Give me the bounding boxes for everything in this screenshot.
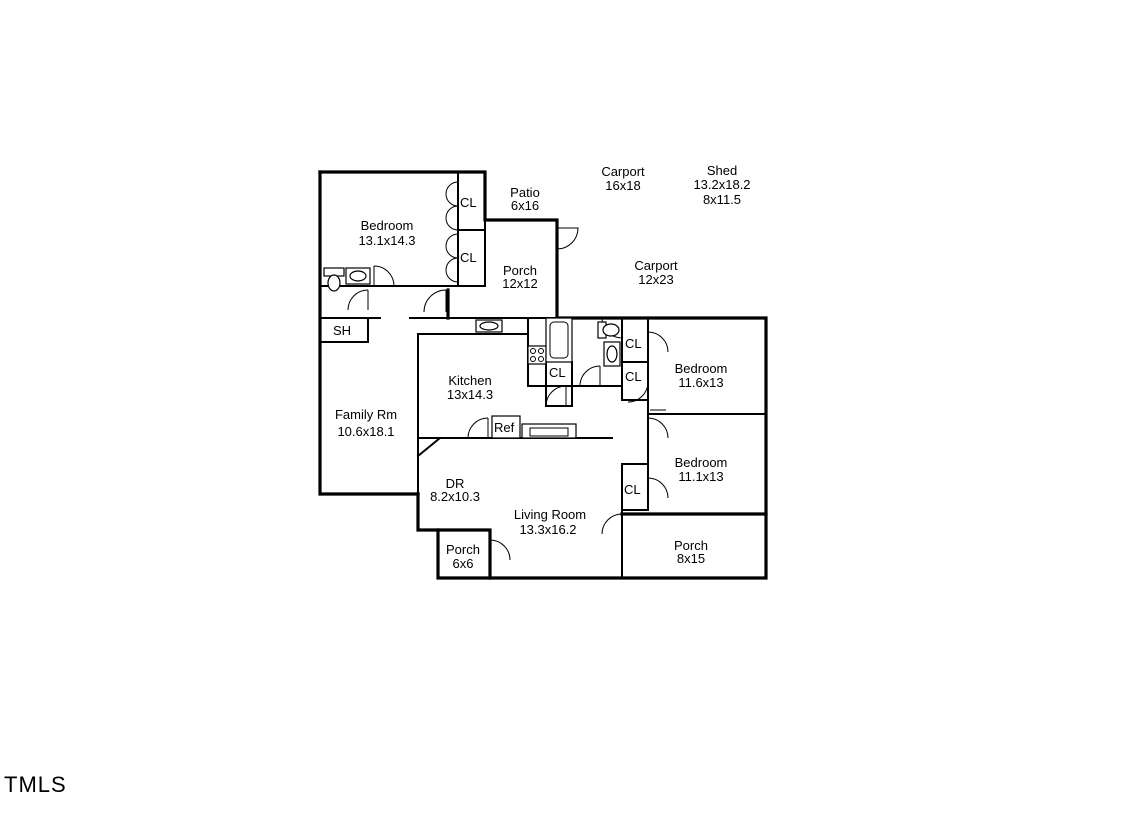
stove xyxy=(527,345,547,365)
room-name: DR xyxy=(446,476,465,491)
closet-label: CL xyxy=(625,369,642,384)
room-size: 11.6x13 xyxy=(678,375,723,390)
room-size-secondary: 8x11.5 xyxy=(703,192,741,207)
room-name: Family Rm xyxy=(335,407,397,422)
room-name: Porch xyxy=(674,538,708,553)
refrigerator-label: Ref xyxy=(494,420,515,435)
closet-label: CL xyxy=(460,250,477,265)
room-size: 13.3x16.2 xyxy=(519,522,576,537)
room-name: Bedroom xyxy=(675,361,728,376)
room-size: 11.1x13 xyxy=(678,469,723,484)
room-size: 6x16 xyxy=(511,198,539,213)
room-labels: Bedroom 13.1x14.3 Patio 6x16 Carport 16x… xyxy=(335,163,751,571)
room-name: Porch xyxy=(446,542,480,557)
room-name: Bedroom xyxy=(361,218,414,233)
toilet-bowl xyxy=(327,274,341,292)
room-size: 8.2x10.3 xyxy=(430,489,480,504)
refrigerator xyxy=(491,415,521,439)
room-name: Carport xyxy=(601,164,645,179)
doors xyxy=(347,181,669,561)
room-name: Patio xyxy=(510,185,540,200)
tmls-logo: TMLS xyxy=(4,772,67,797)
room-size: 13x14.3 xyxy=(447,387,493,402)
closet-labels: CL CL CL CL CL CL SH Ref xyxy=(333,195,642,497)
room-size: 13.1x14.3 xyxy=(358,233,415,248)
room-name: Shed xyxy=(707,163,737,178)
closet-label: CL xyxy=(549,365,566,380)
room-size: 13.2x18.2 xyxy=(693,177,750,192)
closet-label: CL xyxy=(460,195,477,210)
room-size: 8x15 xyxy=(677,551,705,566)
fixtures xyxy=(323,267,621,439)
room-name: Living Room xyxy=(514,507,586,522)
room-name: Carport xyxy=(634,258,678,273)
room-size: 12x12 xyxy=(502,276,537,291)
room-name: Porch xyxy=(503,263,537,278)
room-name: Bedroom xyxy=(675,455,728,470)
room-size: 16x18 xyxy=(605,178,640,193)
room-size: 10.6x18.1 xyxy=(337,424,394,439)
shower-label: SH xyxy=(333,323,351,338)
room-size: 12x23 xyxy=(638,272,673,287)
closet-label: CL xyxy=(624,482,641,497)
room-size: 6x6 xyxy=(453,556,474,571)
room-name: Kitchen xyxy=(448,373,491,388)
closet-label: CL xyxy=(625,336,642,351)
